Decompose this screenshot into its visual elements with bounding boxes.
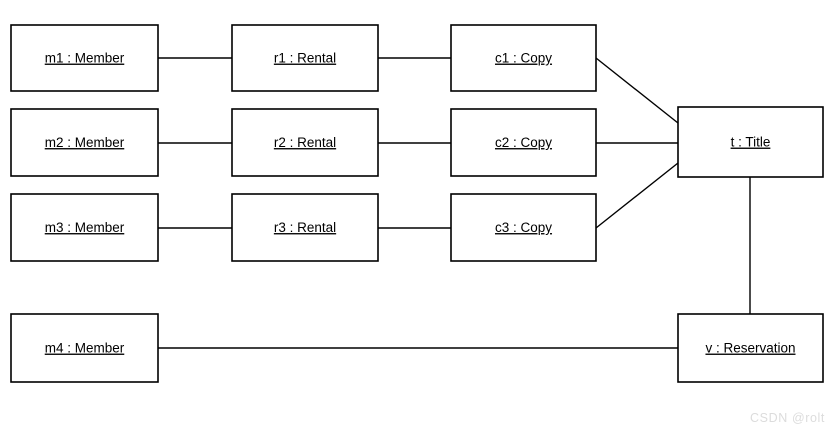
object-label-r1: r1 : Rental — [274, 51, 336, 66]
object-label-t: t : Title — [731, 135, 771, 150]
watermark: CSDN @rolt — [750, 411, 825, 425]
object-label-c3: c3 : Copy — [495, 220, 552, 235]
object-box-m3[interactable] — [10, 193, 159, 262]
object-label-m2: m2 : Member — [45, 135, 125, 150]
object-box-v[interactable] — [677, 313, 824, 383]
object-node-r3[interactable]: r3 : Rental — [231, 193, 379, 262]
object-box-t[interactable] — [677, 106, 824, 178]
object-node-c3[interactable]: c3 : Copy — [450, 193, 597, 262]
link-c3-t — [595, 162, 679, 229]
link-layer — [158, 57, 751, 349]
object-box-r2[interactable] — [231, 108, 379, 177]
node-layer: m1 : Member r1 : Rental c1 : Copy m2 : Memb… — [10, 24, 824, 383]
object-node-m3[interactable]: m3 : Member — [10, 193, 159, 262]
object-label-c2: c2 : Copy — [495, 135, 552, 150]
object-node-m4[interactable]: m4 : Member — [10, 313, 159, 383]
link-c1-t — [595, 57, 679, 124]
object-node-v[interactable]: v : Reservation — [677, 313, 824, 383]
object-label-r3: r3 : Rental — [274, 220, 336, 235]
object-node-m2[interactable]: m2 : Member — [10, 108, 159, 177]
object-node-m1[interactable]: m1 : Member — [10, 24, 159, 92]
object-node-c1[interactable]: c1 : Copy — [450, 24, 597, 92]
object-box-m2[interactable] — [10, 108, 159, 177]
object-box-c2[interactable] — [450, 108, 597, 177]
object-box-m4[interactable] — [10, 313, 159, 383]
object-label-c1: c1 : Copy — [495, 51, 552, 66]
object-node-r2[interactable]: r2 : Rental — [231, 108, 379, 177]
object-node-r1[interactable]: r1 : Rental — [231, 24, 379, 92]
object-node-c2[interactable]: c2 : Copy — [450, 108, 597, 177]
object-label-m4: m4 : Member — [45, 341, 125, 356]
object-label-r2: r2 : Rental — [274, 135, 336, 150]
object-label-v: v : Reservation — [705, 341, 795, 356]
object-label-m1: m1 : Member — [45, 51, 125, 66]
object-node-t[interactable]: t : Title — [677, 106, 824, 178]
object-box-c3[interactable] — [450, 193, 597, 262]
object-box-r1[interactable] — [231, 24, 379, 92]
object-box-r3[interactable] — [231, 193, 379, 262]
object-box-c1[interactable] — [450, 24, 597, 92]
object-label-m3: m3 : Member — [45, 220, 125, 235]
object-box-m1[interactable] — [10, 24, 159, 92]
